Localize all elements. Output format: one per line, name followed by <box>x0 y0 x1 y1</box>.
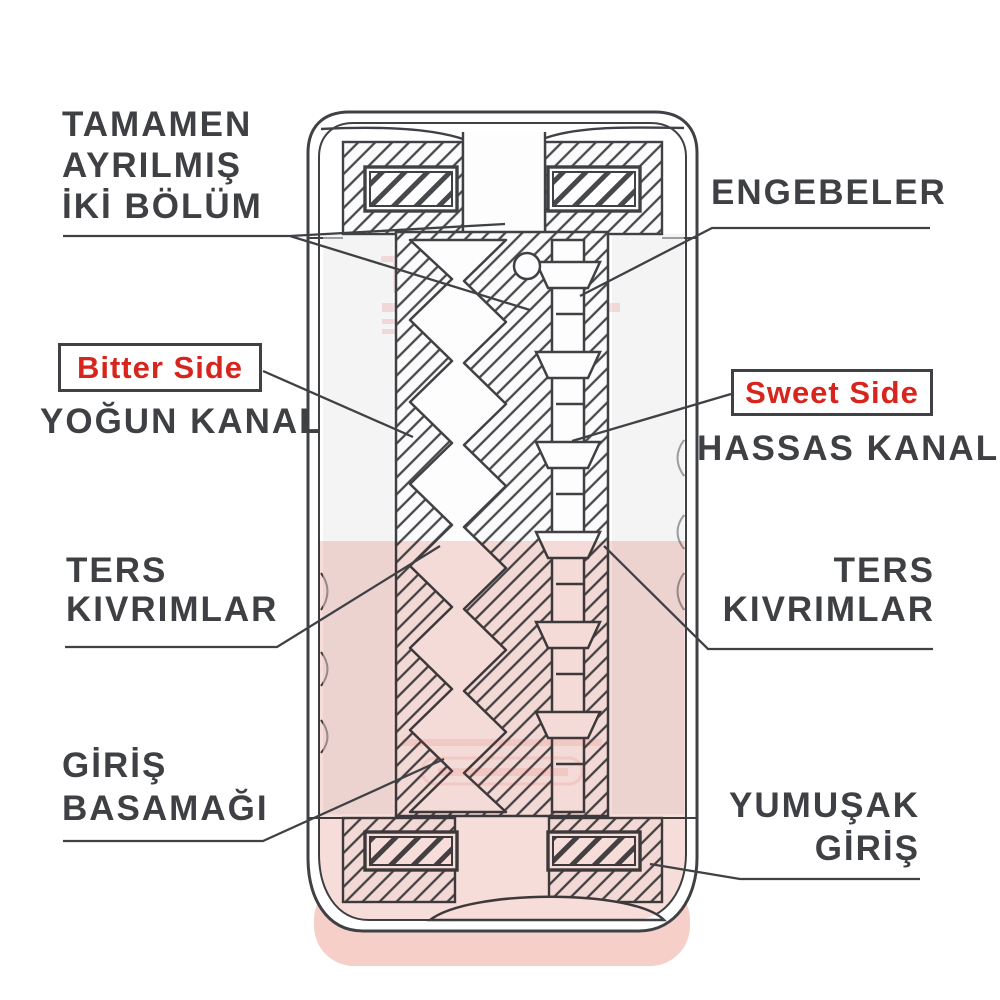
leader-reverse-folds-right <box>603 545 933 651</box>
leader-entry-step <box>63 757 445 843</box>
label-line: İKİ BÖLÜM <box>62 187 263 226</box>
label-line: TAMAMEN <box>62 105 253 144</box>
label-line: AYRILMIŞ <box>62 146 243 185</box>
label-entry-step: GİRİŞ BASAMAĞI <box>62 744 269 830</box>
label-line: YOĞUN KANAL <box>40 402 323 441</box>
bitter-side-tag: Bitter Side <box>58 343 262 392</box>
label-intense-channel: YOĞUN KANAL <box>40 401 323 442</box>
watermark-bottom <box>402 739 602 786</box>
top-cap-block-right <box>546 165 642 213</box>
label-line: KIVRIMLAR <box>66 590 279 629</box>
label-sensitive-channel: HASSAS KANAL <box>697 428 999 469</box>
top-cap-block-left <box>363 165 459 213</box>
leader-reverse-folds-left <box>65 545 441 649</box>
channel-bump-dot <box>512 251 542 281</box>
label-line: KIVRIMLAR <box>722 590 935 629</box>
liquid-fill <box>319 541 686 920</box>
label-line: GİRİŞ <box>814 829 920 868</box>
bitter-side-text: Bitter Side <box>76 349 244 385</box>
label-bumps: ENGEBELER <box>711 172 947 213</box>
label-line: TERS <box>833 551 935 590</box>
label-line: TERS <box>66 551 168 590</box>
leader-sweet-side <box>571 392 732 443</box>
label-reverse-folds-left: TERS KIVRIMLAR <box>66 551 278 629</box>
label-line: YUMUŞAK <box>729 786 920 825</box>
label-soft-entry: YUMUŞAK GİRİŞ <box>729 784 920 870</box>
sweet-side-tag: Sweet Side <box>731 369 933 416</box>
leader-fully-separated <box>63 222 531 312</box>
label-line: GİRİŞ <box>62 746 168 785</box>
label-reverse-folds-right: TERS KIVRIMLAR <box>723 551 935 629</box>
label-line: HASSAS KANAL <box>697 429 1000 468</box>
leader-bumps <box>579 226 930 298</box>
label-fully-separated: TAMAMEN AYRILMIŞ İKİ BÖLÜM <box>62 104 263 227</box>
label-line: ENGEBELER <box>711 173 947 212</box>
sweet-side-text: Sweet Side <box>745 374 919 410</box>
label-line: BASAMAĞI <box>62 789 269 828</box>
top-cap <box>341 132 664 236</box>
leader-soft-entry <box>649 862 920 881</box>
leader-lines <box>63 222 933 881</box>
leader-bitter-side <box>262 369 414 439</box>
